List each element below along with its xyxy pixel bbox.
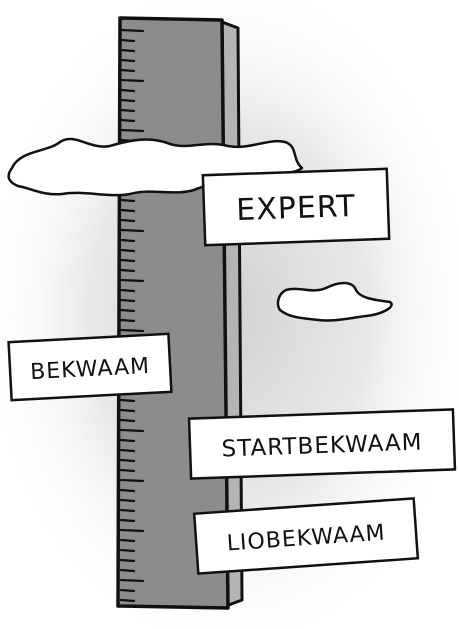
ruler-tick <box>121 470 134 471</box>
ruler-tick <box>121 100 134 101</box>
ruler-tick <box>121 120 134 121</box>
ruler-tick <box>121 70 134 71</box>
sign-expert-label: EXPERT <box>236 189 357 228</box>
ruler-tick <box>121 270 134 271</box>
ruler-tick <box>121 280 143 281</box>
ruler-tick <box>121 590 134 591</box>
ruler-tick <box>121 490 134 491</box>
ruler-tick <box>121 540 134 541</box>
ruler-tick <box>121 220 134 221</box>
ruler-tick <box>121 300 134 301</box>
ruler-tick <box>121 560 134 561</box>
ruler-tick <box>121 440 134 441</box>
ruler-tick <box>121 320 134 321</box>
ruler-tick <box>121 500 134 501</box>
ruler-tick <box>121 310 134 311</box>
ruler-tick <box>121 90 134 91</box>
ruler-tick <box>121 290 134 291</box>
ruler-tick <box>121 110 134 111</box>
ruler-tick <box>121 460 134 461</box>
sign-bekwaam: BEKWAAM <box>9 334 172 400</box>
ruler-tick <box>121 200 134 201</box>
ruler-tick <box>121 240 134 241</box>
ruler-tick <box>121 580 143 581</box>
ruler-tick <box>121 410 134 411</box>
ruler-tick <box>121 420 134 421</box>
ruler-tick <box>121 530 143 531</box>
ruler-tick <box>121 210 134 211</box>
ruler-tick <box>121 80 143 81</box>
ruler-tick <box>121 330 143 331</box>
sign-expert: EXPERT <box>203 169 389 245</box>
ruler-tick <box>121 550 134 551</box>
ruler-tick <box>121 600 134 601</box>
ruler-tick <box>121 60 134 61</box>
ruler-tick <box>121 570 134 571</box>
ruler-tick <box>121 520 134 521</box>
ruler-tick <box>121 450 134 451</box>
ruler-tick <box>121 40 134 41</box>
ruler-tick <box>121 250 134 251</box>
ruler-tick <box>121 400 134 401</box>
sign-startbekwaam: STARTBEKWAAM <box>189 409 455 478</box>
ruler-tick <box>121 480 143 481</box>
ruler-tick <box>121 230 143 231</box>
ruler-tick <box>121 430 143 431</box>
ruler-tick <box>121 50 134 51</box>
ruler-tick <box>121 260 134 261</box>
ruler-tick <box>121 510 134 511</box>
ruler-tick <box>121 130 143 131</box>
ruler-tick <box>121 30 143 31</box>
